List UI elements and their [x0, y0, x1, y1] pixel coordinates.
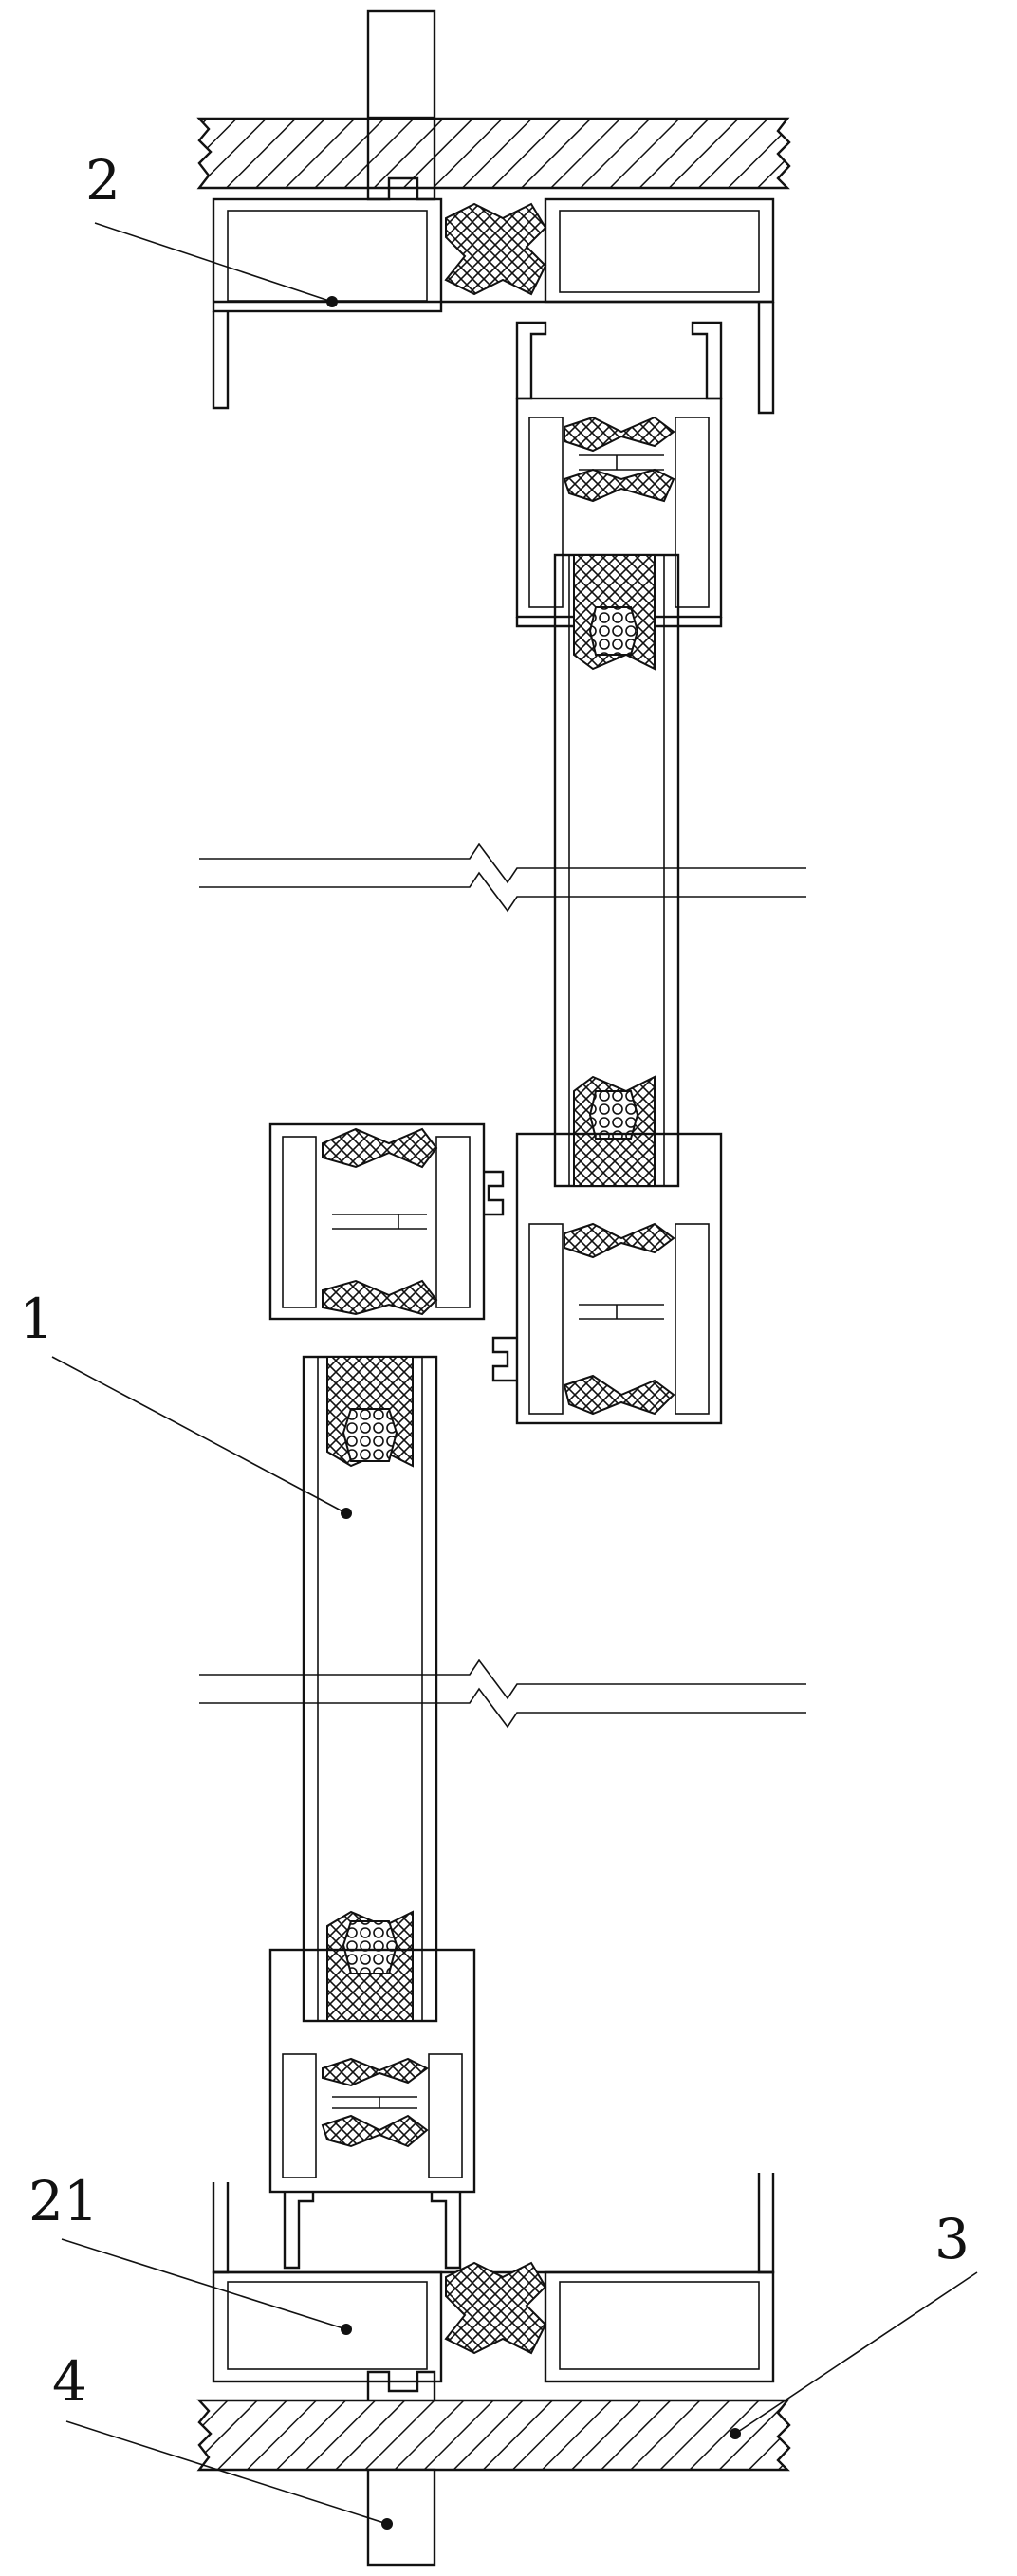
upper-sash-left-chamber [528, 417, 564, 608]
bottom-anchor-slot [366, 2370, 436, 2400]
lower-glass-desiccant-top [342, 1408, 398, 1462]
lower-sash-web [332, 2096, 417, 2109]
top-frame-outer-chamber [212, 197, 443, 313]
top-wall-body [196, 117, 791, 190]
upper-sash-top-clip-right [691, 321, 723, 400]
meeting-rail-web [332, 1214, 427, 1230]
meeting-rail-left-chamber-a [282, 1136, 317, 1308]
lower-sash-bottom-clip [283, 2192, 315, 2270]
upper-glass-desiccant-bottom [588, 1090, 639, 1140]
top-frame-right-chamber [544, 197, 775, 304]
bottom-anchor-block [366, 2468, 436, 2567]
bottom-frame-inner-chamber [227, 2281, 428, 2370]
top-anchor-block [366, 9, 436, 120]
meeting-rail-right-web [579, 1304, 664, 1320]
meeting-rail [268, 1122, 723, 1425]
lower-sash-gasket-a [322, 2057, 429, 2087]
bottom-wall-body [196, 2399, 791, 2472]
bottom-frame-gasket [444, 2261, 547, 2355]
meeting-rail-gasket-bottom [322, 1279, 438, 1316]
lower-sash-gasket-b [321, 2114, 429, 2148]
meeting-rail-right-gasket-a [564, 1222, 675, 1259]
upper-glass-panel [553, 553, 680, 1188]
meeting-rail-right-gasket-b [563, 1374, 675, 1416]
top-frame-inner-chamber [227, 210, 428, 302]
lower-sash-frame [268, 1948, 476, 2194]
bottom-frame-right-leg [757, 2173, 775, 2274]
meeting-rail-left-frame [268, 1122, 486, 1321]
meeting-rail-right-chamber-a [528, 1223, 564, 1415]
lower-sash-right-chamber [428, 2053, 463, 2178]
bottom-frame-profile [212, 2173, 775, 2383]
callout-21: 21 [28, 2169, 352, 2335]
lower-glass-desiccant-bottom [342, 1920, 398, 1974]
top-frame-profile [212, 197, 775, 415]
callout-2-label: 2 [85, 148, 120, 213]
break-line-upper [199, 843, 806, 913]
callout-1-label: 1 [19, 1287, 54, 1351]
upper-sash-right-chamber [675, 417, 710, 608]
meeting-rail-right-hook [491, 1336, 517, 1382]
callout-1: 1 [19, 1287, 352, 1519]
lower-sash-left-chamber [282, 2053, 317, 2178]
callout-3: 3 [730, 2207, 978, 2439]
callout-4: 4 [52, 2349, 393, 2530]
bottom-wall [196, 2370, 791, 2567]
top-frame-flange [212, 311, 230, 410]
callout-3-label: 3 [934, 2207, 970, 2271]
upper-sash-web [579, 454, 664, 471]
top-wall [196, 9, 791, 201]
meeting-rail-left-chamber-b [435, 1136, 471, 1308]
callout-2: 2 [85, 148, 338, 307]
lower-sash-bottom-clip-right [430, 2192, 462, 2270]
top-frame-gasket [444, 202, 547, 296]
lower-glass-panel [302, 1355, 438, 2023]
meeting-rail-right-chamber-b [675, 1223, 710, 1415]
upper-sash-top-clip [515, 321, 547, 400]
break-line-lower [199, 1659, 806, 1729]
upper-glass-desiccant-top [588, 606, 639, 656]
top-frame-right-leg [757, 302, 775, 415]
bottom-frame-right-chamber [544, 2270, 775, 2383]
bottom-frame-flange [212, 2182, 230, 2274]
bottom-frame-right-inner [559, 2281, 760, 2370]
callout-21-label: 21 [28, 2169, 99, 2233]
upper-sash-gasket-a [564, 416, 675, 453]
bottom-frame-outer-chamber [212, 2270, 443, 2383]
lower-sash [268, 1948, 476, 2270]
meeting-rail-right-frame [515, 1132, 723, 1425]
top-frame-right-inner [559, 210, 760, 293]
callout-4-label: 4 [52, 2349, 87, 2414]
meeting-rail-hook [484, 1170, 505, 1216]
meeting-rail-gasket-top [322, 1127, 438, 1169]
upper-sash-gasket-b [563, 468, 675, 503]
